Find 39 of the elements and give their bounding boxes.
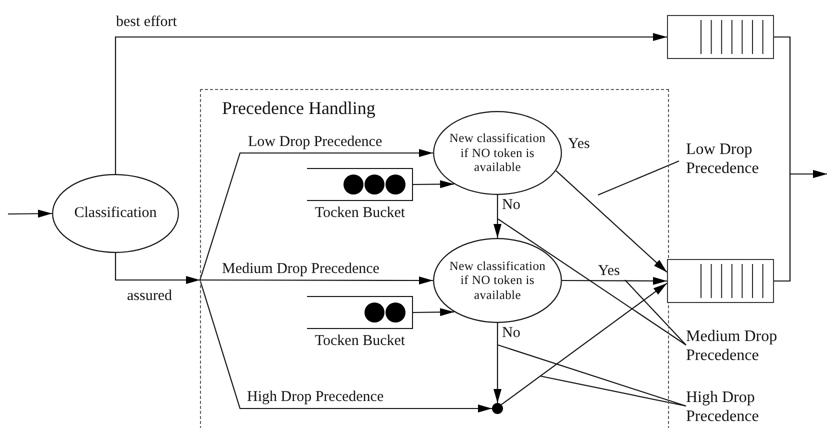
- arrow: [501, 282, 668, 406]
- arrow: [200, 276, 433, 284]
- arrow: [114, 33, 667, 174]
- leader-line: [540, 375, 686, 407]
- arrow: [774, 170, 827, 282]
- arrow: [114, 253, 200, 284]
- arrow: [8, 210, 52, 218]
- process-ellipse: [52, 174, 179, 253]
- leader-line: [624, 280, 686, 346]
- arrow: [556, 170, 668, 273]
- arrow: [199, 280, 492, 412]
- edge-label: Low Drop Precedence: [248, 134, 382, 150]
- callout-text: Medium Drop Precedence: [686, 327, 782, 366]
- arrow: [199, 149, 433, 280]
- arrow: [413, 180, 454, 188]
- arrow: [413, 308, 454, 316]
- arrow: [494, 323, 502, 403]
- ellipse-label: New classification if NO token is available: [448, 258, 547, 302]
- leader-line: [598, 160, 680, 196]
- ellipse-label: Classification: [74, 204, 157, 222]
- leader-line: [498, 344, 686, 407]
- token-bucket: [307, 168, 413, 201]
- edge-label: Medium Drop Precedence: [222, 261, 380, 278]
- bucket-caption: Tocken Bucket: [314, 333, 406, 350]
- ellipse-label: New classification if NO token is available: [448, 131, 547, 175]
- token-bucket: [307, 296, 413, 329]
- edge-label: High Drop Precedence: [247, 389, 384, 406]
- queue-box: [667, 15, 774, 59]
- junction-dot: [492, 403, 503, 414]
- process-ellipse: [433, 111, 562, 195]
- leader-line: [498, 218, 686, 346]
- queue-box: [667, 259, 774, 303]
- arrow: [494, 195, 502, 238]
- process-ellipse: [433, 238, 562, 323]
- callout-text: Low Drop Precedence: [686, 140, 778, 178]
- bucket-caption: Tocken Bucket: [314, 205, 406, 222]
- arrow: [562, 276, 667, 285]
- group-title: Precedence Handling: [222, 98, 376, 119]
- callout-text: High Drop Precedence: [686, 388, 782, 426]
